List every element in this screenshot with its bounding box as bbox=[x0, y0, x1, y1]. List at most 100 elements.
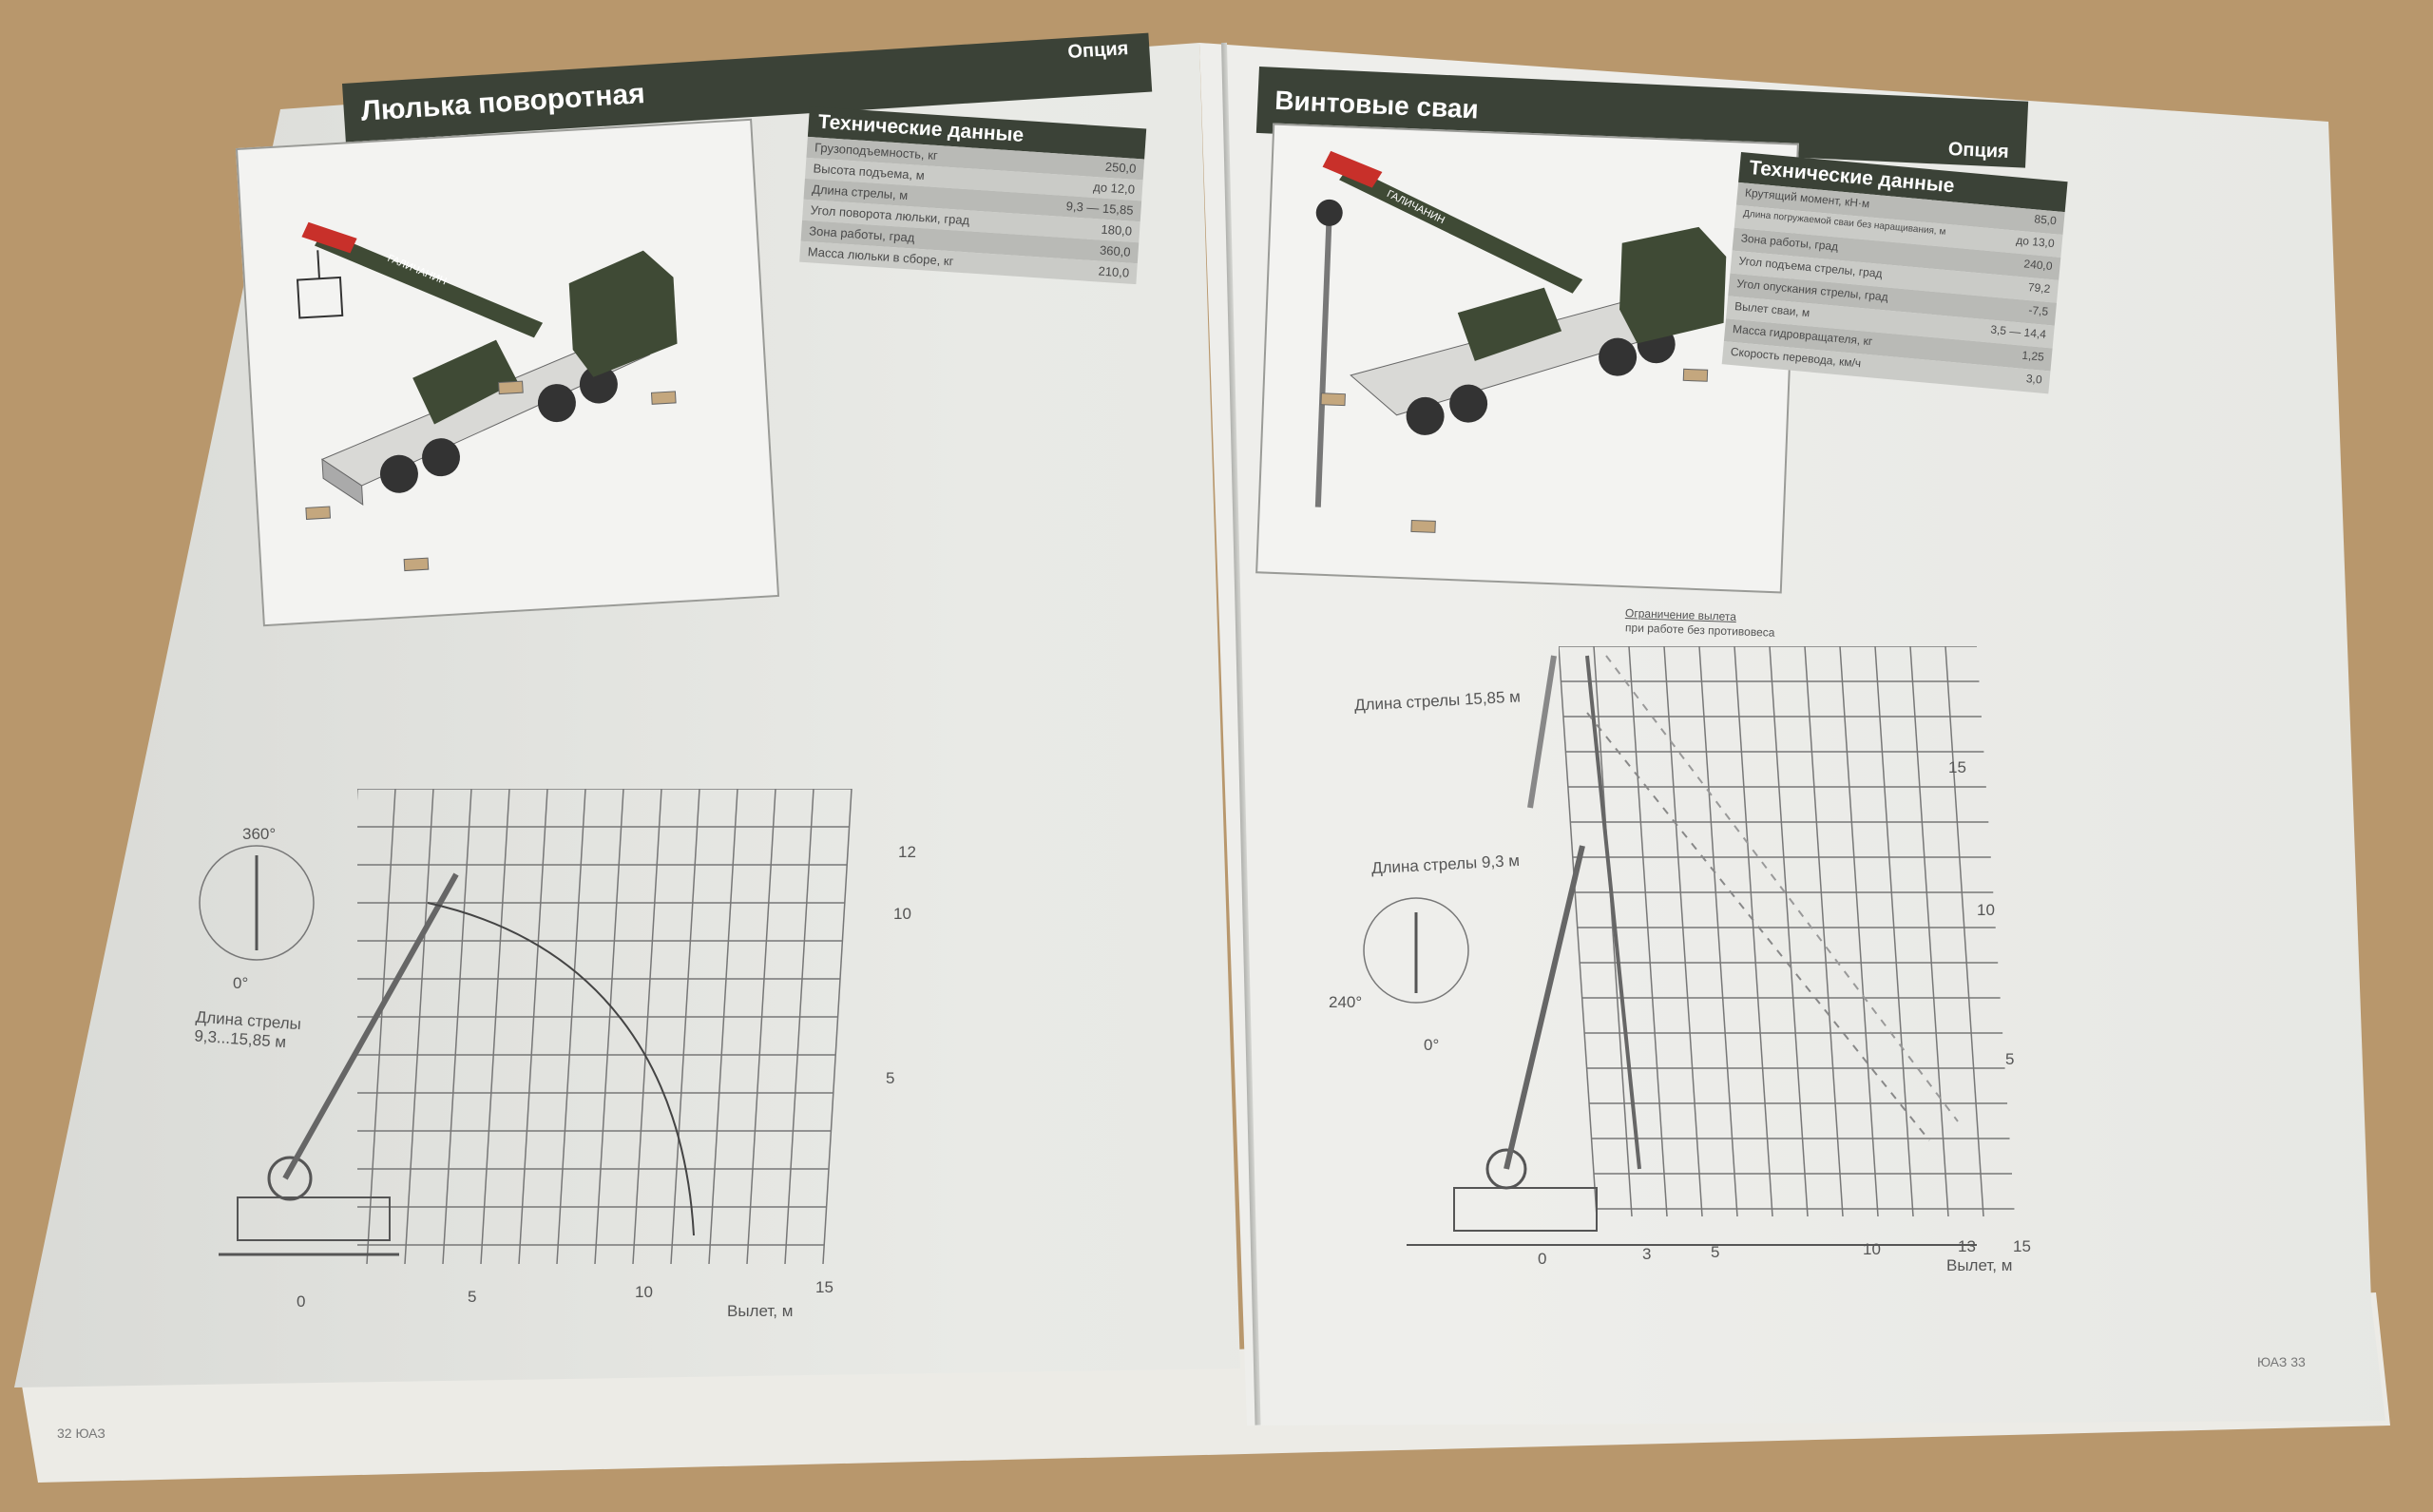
crane-turret bbox=[1457, 287, 1562, 361]
grid-line-vertical bbox=[1698, 646, 1738, 1217]
right-working-zone-grid bbox=[1559, 646, 2015, 1217]
right-page-title: Винтовые сваи bbox=[1274, 85, 1480, 124]
crane-boom: ГАЛИЧАНИН bbox=[301, 221, 544, 338]
left-page-option-tag: Опция bbox=[1066, 38, 1129, 63]
spec-value: -7,5 bbox=[2027, 303, 2049, 318]
x-tick: 0 bbox=[297, 1292, 306, 1311]
left-crane-image-frame: ГАЛИЧАНИН bbox=[235, 118, 780, 627]
x-tick: 5 bbox=[468, 1288, 477, 1306]
x-tick: 15 bbox=[815, 1278, 833, 1296]
grid-line-vertical bbox=[670, 789, 700, 1265]
truck-wheels bbox=[379, 365, 618, 493]
truck-cab bbox=[568, 250, 678, 377]
left-page-folio: 32 ЮАЗ bbox=[57, 1426, 105, 1441]
grid-line-vertical bbox=[366, 789, 396, 1265]
truck-cab bbox=[1619, 226, 1727, 344]
spec-value: 250,0 bbox=[1104, 159, 1137, 176]
grid-line-vertical bbox=[1593, 646, 1633, 1217]
grid-line-vertical bbox=[518, 789, 548, 1265]
right-spec-table: Технические данные Крутящий момент, кН·м… bbox=[1721, 152, 2068, 394]
y-tick: 10 bbox=[893, 905, 911, 923]
crane-with-basket-illustration: ГАЛИЧАНИН bbox=[296, 221, 678, 572]
right-page-folio: ЮАЗ 33 bbox=[2257, 1354, 2306, 1369]
right-crane-image-frame: ГАЛИЧАНИН bbox=[1255, 123, 1799, 594]
grid-line-vertical bbox=[442, 789, 472, 1265]
grid-line-vertical bbox=[1874, 646, 1914, 1217]
grid-line-vertical bbox=[404, 789, 434, 1265]
grid-line-vertical bbox=[594, 789, 624, 1265]
grid-line-vertical bbox=[1909, 646, 1949, 1217]
crane-boom: ГАЛИЧАНИН bbox=[1322, 150, 1583, 294]
grid-line-vertical bbox=[1804, 646, 1844, 1217]
y-tick: 5 bbox=[886, 1069, 895, 1087]
rotation-arc bbox=[1363, 897, 1469, 1004]
spec-value: 9,3 — 15,85 bbox=[1065, 199, 1135, 218]
spec-value: до 13,0 bbox=[2015, 233, 2056, 251]
crane-body bbox=[1453, 1187, 1598, 1232]
spec-value: 3,5 — 14,4 bbox=[1989, 322, 2047, 341]
spec-value: 360,0 bbox=[1099, 242, 1132, 259]
outriggers bbox=[305, 380, 677, 572]
basket bbox=[296, 250, 344, 319]
grid-line-vertical bbox=[556, 789, 586, 1265]
limit-dashed-line bbox=[1586, 712, 1930, 1141]
boom-brand-text: ГАЛИЧАНИН bbox=[1385, 188, 1446, 226]
rotation-circle bbox=[199, 845, 315, 961]
x-tick: 5 bbox=[1711, 1243, 1720, 1261]
outriggers bbox=[1320, 368, 1709, 533]
rotation-0-label: 0° bbox=[233, 974, 249, 992]
grid-line-vertical bbox=[1734, 646, 1773, 1217]
grid-line-vertical bbox=[746, 789, 776, 1265]
spec-value: 79,2 bbox=[2027, 279, 2051, 297]
grid-line-vertical bbox=[784, 789, 814, 1265]
left-working-zone-grid bbox=[357, 789, 853, 1265]
spec-value: до 12,0 bbox=[1092, 179, 1136, 197]
spec-value: 210,0 bbox=[1098, 263, 1130, 280]
x-axis-label: Вылет, м bbox=[1946, 1256, 2013, 1274]
spec-value: 240,0 bbox=[2022, 257, 2054, 274]
crane-body bbox=[237, 1196, 391, 1241]
right-crane-side-view bbox=[1363, 655, 1977, 1246]
spec-value: 85,0 bbox=[2033, 212, 2058, 228]
x-tick: 0 bbox=[1538, 1250, 1547, 1268]
grid-line-vertical bbox=[480, 789, 510, 1265]
grid-line-vertical bbox=[1628, 646, 1668, 1217]
limit-dashed-line bbox=[1605, 655, 1959, 1122]
right-page-option-tag: Опция bbox=[1947, 138, 2010, 163]
rotation-0-label: 0° bbox=[1424, 1036, 1440, 1054]
y-tick: 12 bbox=[898, 843, 916, 861]
spec-value: 180,0 bbox=[1101, 221, 1133, 239]
grid-line-vertical bbox=[708, 789, 738, 1265]
screw-pile bbox=[1314, 199, 1343, 507]
left-page-title: Люлька поворотная bbox=[359, 78, 646, 127]
crane-turret bbox=[412, 339, 518, 425]
rotation-360-label: 360° bbox=[242, 825, 277, 843]
grid-line-vertical bbox=[1944, 646, 1984, 1217]
spec-value: 3,0 bbox=[2025, 372, 2043, 387]
left-crane-side-view bbox=[199, 845, 695, 1256]
x-tick: 13 bbox=[1958, 1237, 1976, 1255]
y-tick: 10 bbox=[1977, 901, 1995, 919]
grid-line-vertical bbox=[1559, 646, 1598, 1217]
grid-line-vertical bbox=[1839, 646, 1879, 1217]
reach-envelope bbox=[427, 902, 695, 1236]
x-tick: 3 bbox=[1642, 1245, 1652, 1263]
grid-line-vertical bbox=[632, 789, 662, 1265]
crane-with-screw-pile-illustration: ГАЛИЧАНИН bbox=[1314, 150, 1727, 533]
x-tick: 15 bbox=[2013, 1237, 2031, 1255]
grid-line-vertical bbox=[1769, 646, 1809, 1217]
rotation-240-label: 240° bbox=[1329, 993, 1363, 1011]
boom-line bbox=[282, 872, 459, 1180]
grid-line-vertical bbox=[822, 789, 853, 1265]
boom-short bbox=[1504, 845, 1585, 1170]
y-tick: 5 bbox=[2005, 1050, 2015, 1068]
x-tick: 10 bbox=[635, 1283, 653, 1301]
y-tick: 15 bbox=[1948, 758, 1966, 776]
spec-value: 1,25 bbox=[2021, 348, 2045, 364]
boom-long bbox=[1527, 655, 1557, 809]
pile-vertical bbox=[1585, 655, 1641, 1170]
x-axis-label: Вылет, м bbox=[727, 1302, 794, 1320]
